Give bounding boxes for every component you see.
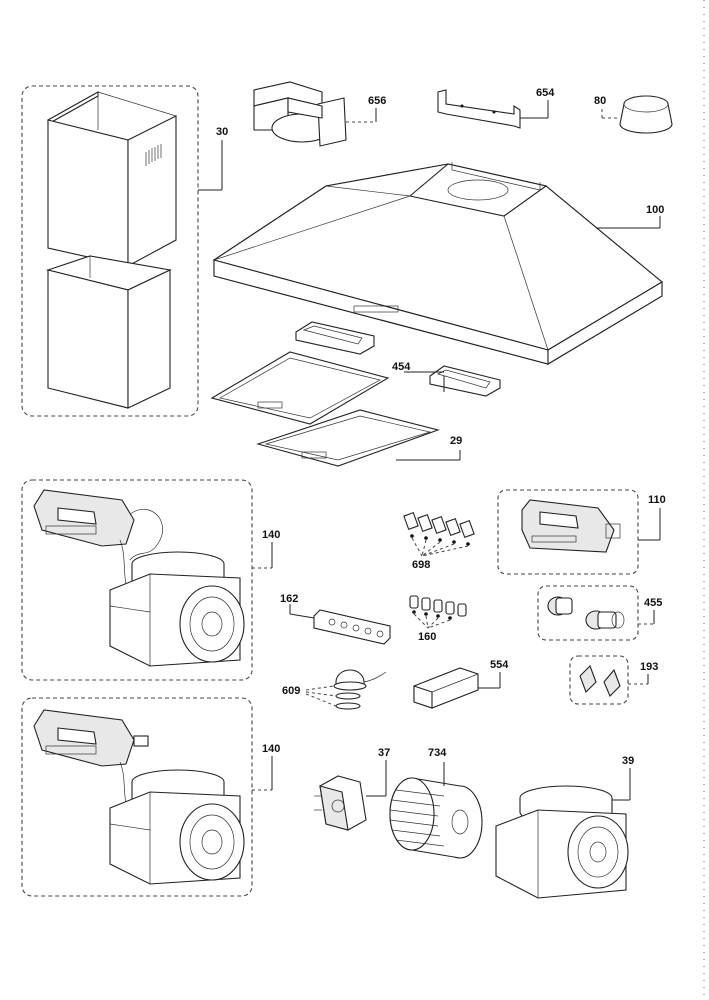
part-455-items — [547, 596, 625, 630]
label-454: 454 — [392, 361, 411, 373]
push-buttons-group: 160 — [409, 595, 467, 643]
motor-unit-bottom-box — [21, 697, 253, 897]
label-656: 656 — [368, 95, 386, 107]
parts-698-group: 698 — [403, 512, 475, 571]
grease-filters-group: 29 — [210, 351, 462, 467]
filter-clip-a — [295, 321, 375, 355]
grease-filter-top — [210, 351, 390, 425]
push-buttons-items — [409, 595, 467, 620]
label-193: 193 — [640, 661, 658, 673]
motor-unit-bottom-group: 140 — [21, 697, 280, 897]
part-193-items — [579, 665, 621, 697]
bracket-part — [437, 89, 521, 129]
control-box-bottom-part — [33, 709, 149, 817]
bracket-group: 654 — [437, 87, 555, 129]
upper-chimney-part — [47, 91, 177, 267]
part-554-part — [413, 667, 479, 709]
fan-wheel-group: 734 — [389, 747, 483, 859]
motor-37-part — [314, 775, 367, 831]
part-554-group: 554 — [413, 659, 509, 709]
label-30: 30 — [216, 126, 228, 138]
filter-clip-b — [429, 365, 501, 397]
label-455: 455 — [644, 597, 662, 609]
hood-body-group: 100 — [212, 162, 664, 365]
label-100: 100 — [646, 204, 664, 216]
label-110: 110 — [648, 494, 666, 506]
part-193-box — [569, 655, 629, 705]
motor-unit-top-box — [21, 479, 253, 681]
blower-top-part — [109, 551, 245, 667]
collar-group: 80 — [594, 95, 673, 134]
label-39: 39 — [622, 755, 634, 767]
control-module-box — [497, 489, 639, 575]
label-80: 80 — [594, 95, 606, 107]
control-module-part — [521, 499, 621, 553]
label-160: 160 — [418, 631, 436, 643]
part-609-group: 609 — [282, 669, 387, 710]
blower-bottom-part — [109, 769, 245, 885]
lower-chimney-part — [46, 255, 172, 409]
filter-clips-group: 454 — [295, 321, 501, 397]
parts-698-items — [403, 512, 475, 546]
duct-adapter-group: 656 — [253, 81, 386, 147]
label-698: 698 — [412, 559, 430, 571]
control-module-group: 110 — [497, 489, 666, 575]
chimney-group: 30 — [21, 85, 228, 417]
motor-37-group: 37 — [314, 747, 390, 831]
collar-part — [619, 95, 673, 134]
fan-wheel-part — [389, 777, 483, 859]
duct-adapter-part — [253, 81, 347, 147]
part-609-items — [333, 669, 387, 710]
label-140-bottom: 140 — [262, 743, 280, 755]
fan-housing-group: 39 — [495, 755, 634, 899]
control-board-part — [313, 609, 391, 645]
label-29: 29 — [450, 435, 462, 447]
part-193-group: 193 — [569, 655, 658, 705]
label-140-top: 140 — [262, 529, 280, 541]
chimney-dashed-box — [21, 85, 199, 417]
part-455-group: 455 — [537, 585, 662, 641]
control-box-top-part — [33, 489, 163, 601]
label-609: 609 — [282, 685, 300, 697]
hood-body-part — [212, 162, 663, 365]
label-734: 734 — [428, 747, 447, 759]
control-board-group: 162 — [280, 593, 391, 645]
label-554: 554 — [490, 659, 509, 671]
grease-filter-bottom — [256, 409, 440, 467]
fan-housing-part — [495, 785, 629, 899]
label-162: 162 — [280, 593, 298, 605]
label-654: 654 — [536, 87, 555, 99]
part-455-box — [537, 585, 639, 641]
label-37: 37 — [378, 747, 390, 759]
motor-unit-top-group: 140 — [21, 479, 280, 681]
